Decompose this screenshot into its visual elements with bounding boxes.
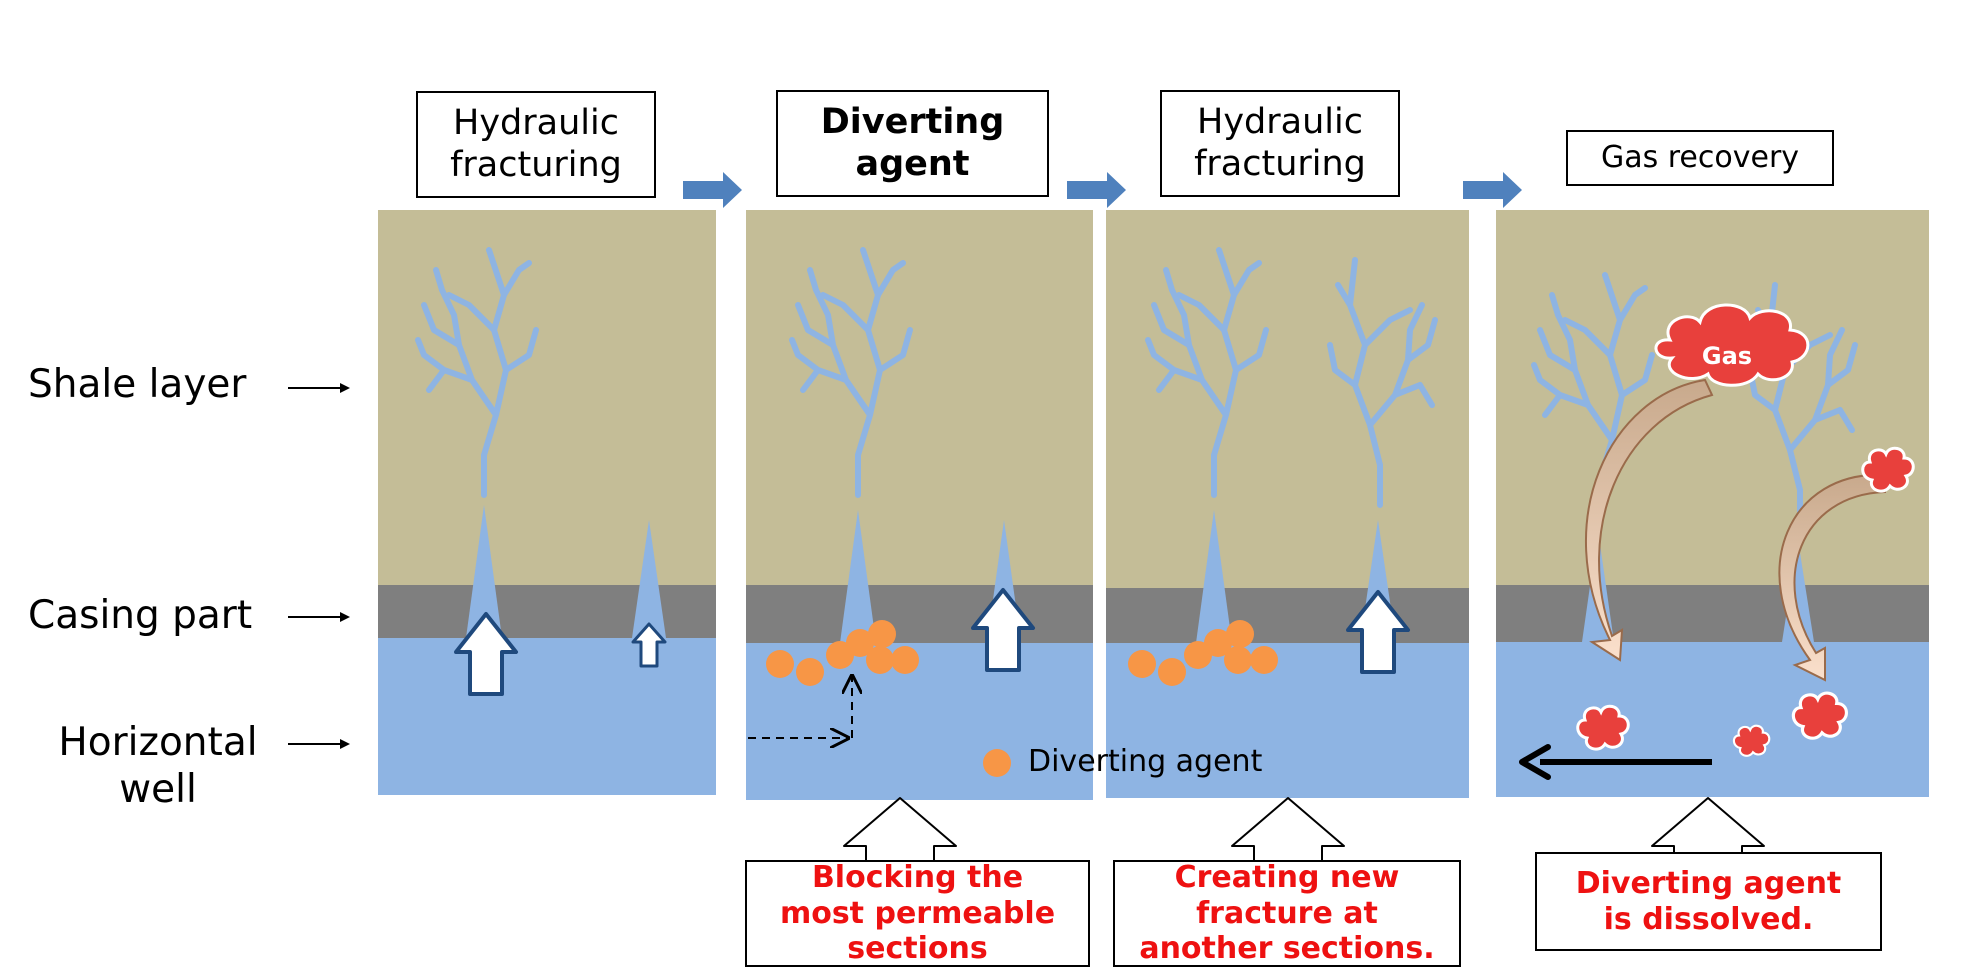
stage-box-gas-recovery: Gas recovery (1566, 130, 1834, 186)
note-1-line2: most permeable (779, 895, 1056, 931)
gas-flow-arrow-2 (1778, 473, 1886, 682)
note-2-line1: Creating new (1174, 860, 1400, 896)
panel-2 (746, 210, 1093, 800)
panel-3 (1106, 210, 1469, 798)
horizontal-well (1496, 642, 1929, 797)
stage-4-line1: Gas recovery (1600, 140, 1800, 176)
horizontal-well-label-line1: Horizontal (58, 720, 258, 765)
casing-part (1106, 588, 1469, 643)
recovery-arrow-head (1519, 744, 1551, 780)
shale-layer (1106, 210, 1469, 590)
fracture-wedge (840, 510, 876, 643)
stage-box-hydraulic-fracturing-2: Hydraulic fracturing (1160, 90, 1400, 197)
casing-part (378, 585, 716, 638)
shale-layer (746, 210, 1093, 585)
note-2-line2: fracture at (1196, 895, 1378, 931)
shale-layer (378, 210, 716, 585)
horizontal-well-label: Horizontal well (48, 720, 268, 814)
note-blocking-sections: Blocking the most permeable sections (745, 860, 1090, 967)
note-3-line2: is dissolved. (1603, 901, 1814, 937)
casing-part-label: Casing part (28, 593, 253, 638)
stage-arrow-2 (1067, 172, 1126, 208)
stage-3-line2: fracturing (1194, 143, 1366, 184)
well-pointer-arrow (288, 739, 350, 749)
legend-dot (983, 749, 1011, 777)
stage-box-hydraulic-fracturing-1: Hydraulic fracturing (416, 91, 656, 198)
note-1-line3: sections (847, 931, 988, 967)
fracture-wedge (1196, 510, 1232, 643)
stage-arrow-3 (1463, 172, 1522, 208)
diverting-agent-cluster (766, 620, 919, 686)
diverting-agent-cluster (1128, 620, 1278, 686)
stage-2-line2: agent (855, 143, 970, 184)
fracture-wedge-small (632, 520, 666, 638)
stage-2-line1: Diverting (820, 102, 1005, 143)
stage-3-line1: Hydraulic (1197, 102, 1363, 143)
note-1-line1: Blocking the (811, 860, 1024, 896)
shale-layer-label: Shale layer (28, 362, 247, 407)
gas-label: Gas (1702, 342, 1752, 370)
stage-1-line2: fracturing (450, 144, 622, 185)
note-agent-dissolved: Diverting agent is dissolved. (1535, 852, 1882, 951)
horizontal-well-label-line2: well (119, 766, 197, 812)
casing-pointer-arrow (288, 612, 350, 622)
panel-1 (378, 210, 716, 795)
casing-part (746, 585, 1093, 643)
panel-4 (1496, 210, 1929, 797)
stage-arrow-1 (683, 172, 742, 208)
fracture-wedge (466, 505, 502, 638)
note-3-line1: Diverting agent (1575, 866, 1842, 902)
note-2-line3: another sections. (1139, 931, 1435, 967)
stage-1-line1: Hydraulic (453, 103, 619, 144)
horizontal-well (378, 638, 716, 795)
note-creating-fracture: Creating new fracture at another section… (1113, 860, 1461, 967)
gas-flow-arrow-1 (1585, 378, 1714, 662)
legend-label: Diverting agent (1028, 744, 1263, 779)
casing-part (1496, 585, 1929, 642)
gas-cloud (1654, 303, 1810, 387)
stage-box-diverting-agent: Diverting agent (776, 90, 1049, 197)
shale-pointer-arrow (288, 383, 350, 393)
